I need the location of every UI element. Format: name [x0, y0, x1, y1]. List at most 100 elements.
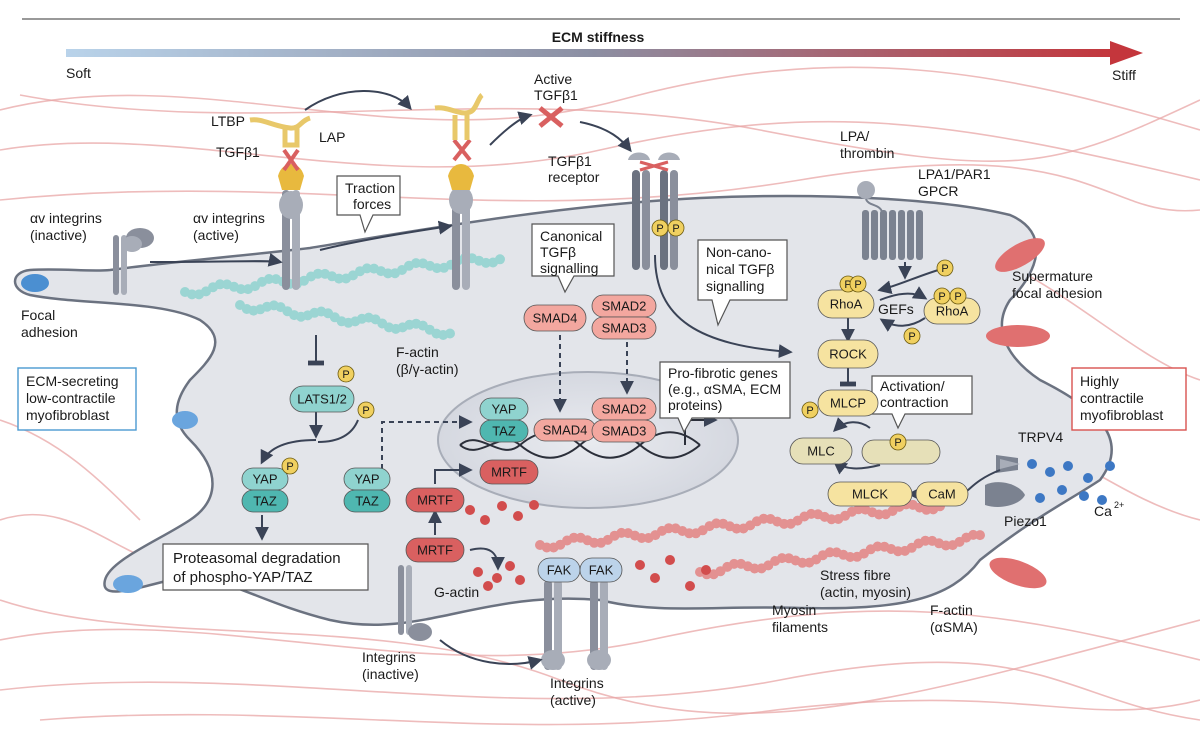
smad2-pill-nuclear: SMAD2 — [591, 397, 657, 421]
label-canonical-2: TGFβ — [540, 244, 576, 260]
label-g-actin: G-actin — [434, 584, 479, 600]
label-integrins-active-1: Integrins — [550, 675, 604, 691]
label-noncanonical-1: Non-cano- — [706, 244, 772, 260]
yap-pill-free-label: YAP — [354, 472, 379, 487]
yap-pill-degrade-label: YAP — [252, 472, 277, 487]
focal-adhesion-blue-2 — [172, 411, 198, 429]
stiffness-gradient-arrow — [66, 41, 1143, 65]
taz-pill-free-label: TAZ — [355, 494, 379, 509]
label-activation-2: contraction — [880, 394, 948, 410]
label-active-tgfb1-2: TGFβ1 — [534, 87, 578, 103]
stress-fibre-asma — [535, 499, 985, 580]
svg-text:P: P — [656, 223, 663, 235]
smad2-pill-cyto: SMAD2 — [591, 294, 657, 318]
taz-pill-degrade-label: TAZ — [253, 494, 277, 509]
svg-text:P: P — [362, 405, 369, 417]
mrtf-pill-lower-label: MRTF — [417, 543, 453, 558]
label-av-inactive-2: (inactive) — [30, 227, 87, 243]
label-gpcr-2: GPCR — [918, 183, 958, 199]
callout-activation — [871, 375, 973, 430]
phospho-marker: P — [903, 327, 921, 345]
label-ecm-low-1: ECM-secreting — [26, 373, 119, 389]
label-av-active-2: (active) — [193, 227, 239, 243]
label-av-active-1: αv integrins — [193, 210, 265, 226]
label-factin-bg-1: F-actin — [396, 344, 439, 360]
integrin-inactive-bottom-icon — [398, 565, 432, 641]
callout-noncanonical — [697, 239, 788, 327]
actin-bead — [264, 274, 274, 284]
label-supermature-2: focal adhesion — [1012, 285, 1102, 301]
lats-pill-label: LATS1/2 — [297, 392, 347, 407]
actin-bead — [411, 258, 421, 269]
label-ecm-low-2: low-contractile — [26, 390, 116, 406]
label-high-3: myofibroblast — [1080, 407, 1163, 423]
phospho-marker: P — [936, 259, 954, 277]
svg-text:P: P — [908, 331, 915, 343]
g-actin-monomers — [465, 500, 711, 591]
protein-pills: LATS1/2YAPTAZYAPTAZYAPTAZSMAD4SMAD2SMAD3… — [241, 289, 981, 583]
smad3-pill-nuclear-label: SMAD3 — [602, 424, 647, 439]
actin-bead — [334, 273, 344, 284]
label-integrins-inactive-2: (inactive) — [362, 666, 419, 682]
svg-text:P: P — [854, 279, 861, 291]
label-ca: Ca — [1094, 503, 1112, 519]
phospho-marker: P — [337, 365, 355, 383]
svg-text:P: P — [941, 263, 948, 275]
label-factin-asma-1: F-actin — [930, 602, 973, 618]
mlc-pill-label: MLC — [807, 444, 834, 459]
av-integrin-traction-icon — [434, 93, 484, 290]
label-lpa-1: LPA/ — [840, 128, 869, 144]
label-lap: LAP — [319, 129, 345, 145]
lats-pill: LATS1/2 — [289, 385, 355, 413]
callout-proteasomal — [162, 543, 369, 591]
stiff-label: Stiff — [1112, 67, 1136, 83]
actin-bead — [445, 328, 455, 339]
smad3-pill-nuclear: SMAD3 — [591, 419, 657, 443]
yap-pill-nuclear: YAP — [479, 397, 529, 421]
label-myosin-1: Myosin — [772, 602, 816, 618]
mlcp-pill: MLCP — [817, 389, 879, 417]
rock-pill-label: ROCK — [829, 347, 867, 362]
label-myosin-2: filaments — [772, 619, 828, 635]
cam-pill-label: CaM — [928, 487, 955, 502]
svg-text:P: P — [672, 223, 679, 235]
mlc-pill: MLC — [789, 437, 853, 465]
smad4-pill-nuclear: SMAD4 — [533, 418, 597, 442]
smad2-pill-cyto-label: SMAD2 — [602, 299, 647, 314]
trpv4-channel-icon — [996, 455, 1020, 473]
label-activation-1: Activation/ — [880, 378, 945, 394]
label-focal-2: adhesion — [21, 324, 78, 340]
yap-pill-free: YAP — [343, 467, 391, 491]
callout-canonical — [531, 223, 615, 294]
mrtf-pill-upper-label: MRTF — [417, 493, 453, 508]
label-supermature-1: Supermature — [1012, 268, 1093, 284]
av-integrin-inactive-icon — [113, 228, 154, 295]
label-proteasomal-1: Proteasomal degradation — [173, 550, 341, 567]
label-ca-sup: 2+ — [1114, 500, 1124, 510]
label-noncanonical-3: signalling — [706, 278, 764, 294]
label-active-tgfb1-1: Active — [534, 71, 572, 87]
mlck-pill-label: MLCK — [852, 487, 888, 502]
smad4-pill-nuclear-label: SMAD4 — [543, 423, 588, 438]
fak-pill-1: FAK — [537, 557, 581, 583]
rhoa-pill-active-label: RhoA — [830, 297, 863, 312]
smad4-pill-cyto-label: SMAD4 — [533, 311, 578, 326]
label-traction-2: forces — [353, 196, 391, 212]
label-profibrotic-2: (e.g., αSMA, ECM — [668, 381, 781, 397]
actin-bead — [729, 558, 740, 569]
f-actin-beta-gamma — [180, 252, 505, 340]
smad4-pill-cyto: SMAD4 — [523, 304, 587, 332]
taz-pill-nuclear: TAZ — [479, 419, 529, 443]
supermature-fa-3 — [989, 557, 1047, 589]
soft-label: Soft — [66, 65, 91, 81]
phospho-marker: P — [357, 401, 375, 419]
label-piezo1: Piezo1 — [1004, 513, 1047, 529]
label-ecm-low-3: myofibroblast — [26, 407, 109, 423]
phospho-marker: P — [889, 433, 907, 451]
label-noncanonical-2: nical TGFβ — [706, 261, 774, 277]
svg-text:P: P — [806, 405, 813, 417]
low-contractile-box — [17, 367, 137, 431]
actin-bead — [187, 289, 197, 300]
svg-text:P: P — [844, 279, 851, 291]
